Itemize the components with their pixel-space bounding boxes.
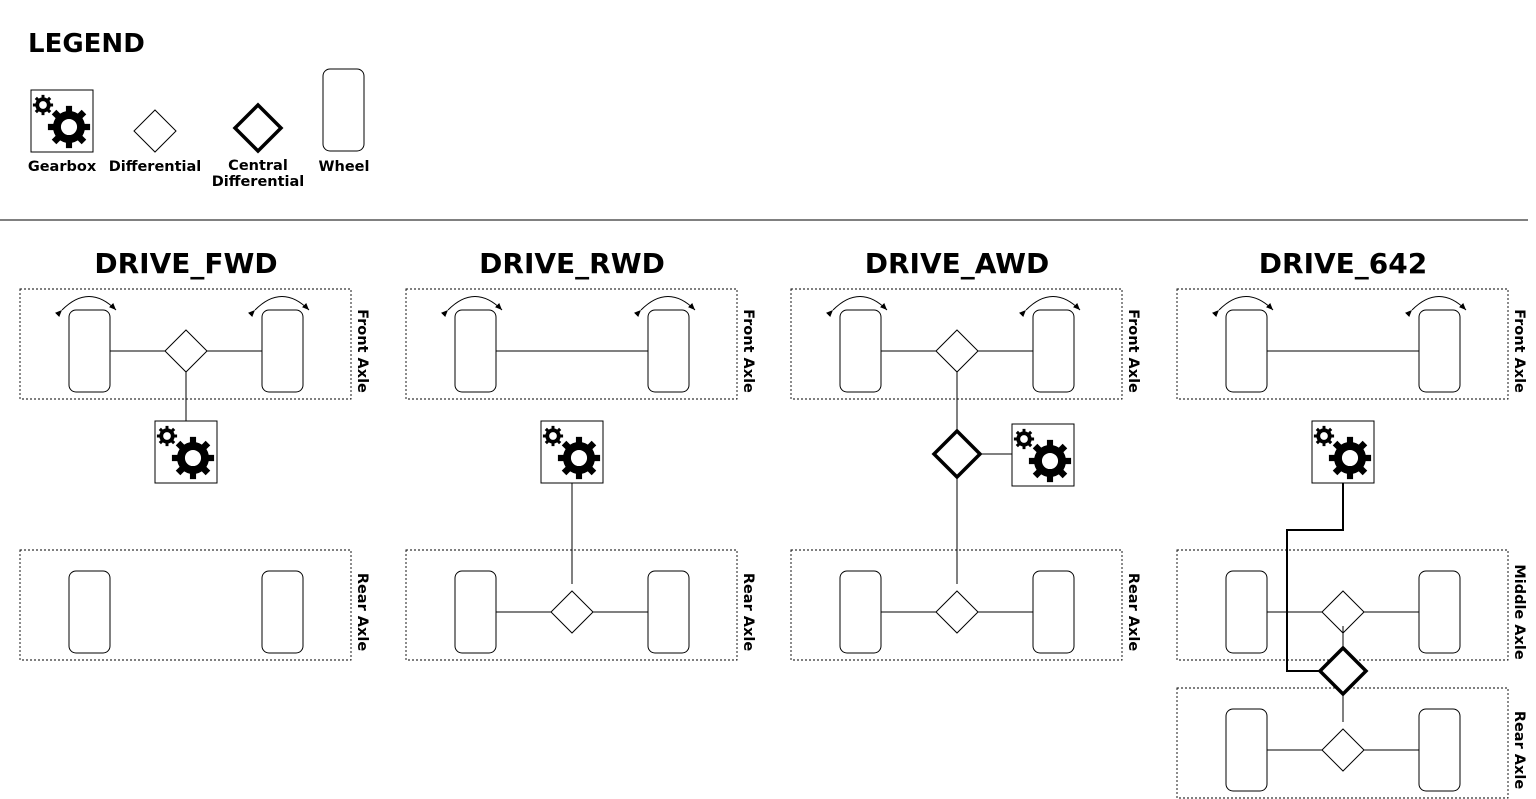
axle-rear-axle: Rear Axle (790, 549, 1141, 661)
axle-frame (405, 288, 738, 400)
steering-arrow-left (54, 296, 117, 318)
steering-arrow-left (825, 296, 888, 318)
gearbox (540, 420, 604, 484)
legend-label-wheel: Wheel (319, 159, 370, 175)
steering-arrow-right (1404, 296, 1467, 318)
axle-rear-axle: Rear Axle (405, 549, 756, 661)
wheel-right (1418, 309, 1461, 393)
axle-label: Rear Axle (354, 573, 370, 652)
axle-label: Front Axle (1125, 309, 1141, 393)
legend-label-gearbox: Gearbox (28, 159, 97, 175)
legend-gearbox-icon (30, 89, 94, 153)
gearbox (1311, 420, 1375, 484)
axle-frame (1176, 288, 1509, 400)
legend-label-differential: Differential (109, 159, 202, 175)
axle-frame (790, 288, 1123, 400)
axle-frame (19, 549, 352, 661)
wheel-right (647, 309, 690, 393)
axle-front-axle: Front Axle (790, 288, 1141, 400)
axle-front-axle: Front Axle (405, 288, 756, 400)
axle-rear-axle: Rear Axle (1176, 687, 1527, 799)
steering-arrow-left (1211, 296, 1274, 318)
wheel-right (1032, 309, 1075, 393)
differential (1321, 728, 1365, 772)
legend-label-central-line1: Central (228, 158, 288, 174)
axle-front-axle: Front Axle (1176, 288, 1527, 400)
diagram-title: DRIVE_FWD (94, 247, 277, 280)
differential (164, 329, 208, 373)
wheel-right (1032, 570, 1075, 654)
axle-label: Rear Axle (1511, 711, 1527, 790)
wheel-left (68, 570, 111, 654)
wheel-right (647, 570, 690, 654)
diagram-title: DRIVE_RWD (479, 247, 665, 280)
wheel-right (261, 309, 304, 393)
differential (935, 329, 979, 373)
wheel-left (839, 570, 882, 654)
axle-front-axle: Front Axle (19, 288, 370, 400)
axle-label: Rear Axle (740, 573, 756, 652)
axle-label: Rear Axle (1125, 573, 1141, 652)
axle-middle-axle: Middle Axle (1176, 549, 1527, 661)
differential (935, 590, 979, 634)
wheel-left (1225, 708, 1268, 792)
diagram-title: DRIVE_642 (1259, 247, 1427, 280)
legend-differential-icon (133, 109, 177, 153)
wheel-left (1225, 570, 1268, 654)
axle-label: Front Axle (740, 309, 756, 393)
gearbox (1011, 423, 1075, 487)
wheel-left (839, 309, 882, 393)
axle-frame (1176, 549, 1509, 661)
axle-label: Middle Axle (1511, 564, 1527, 660)
gearbox (154, 420, 218, 484)
steering-arrow-right (247, 296, 310, 318)
differential (550, 590, 594, 634)
axle-label: Front Axle (354, 309, 370, 393)
axle-rear-axle: Rear Axle (19, 549, 370, 661)
driveshaft-to-central (1286, 483, 1344, 672)
steering-arrow-left (440, 296, 503, 318)
wheel-right (1418, 708, 1461, 792)
legend-wheel-icon (322, 68, 365, 152)
steering-arrow-right (1018, 296, 1081, 318)
wheel-right (261, 570, 304, 654)
legend-central-differential-icon (232, 102, 284, 154)
axle-frame (19, 288, 352, 400)
steering-arrow-right (633, 296, 696, 318)
diagram-title: DRIVE_AWD (865, 247, 1050, 280)
wheel-left (1225, 309, 1268, 393)
axle-label: Front Axle (1511, 309, 1527, 393)
legend: LEGEND Gearbox Differential Central Diff… (28, 29, 370, 190)
legend-label-central-line2: Differential (212, 174, 305, 190)
central-differential (1317, 645, 1369, 697)
wheel-left (454, 570, 497, 654)
wheel-right (1418, 570, 1461, 654)
wheel-left (68, 309, 111, 393)
legend-title: LEGEND (28, 29, 145, 59)
wheel-left (454, 309, 497, 393)
central-differential (931, 428, 983, 480)
